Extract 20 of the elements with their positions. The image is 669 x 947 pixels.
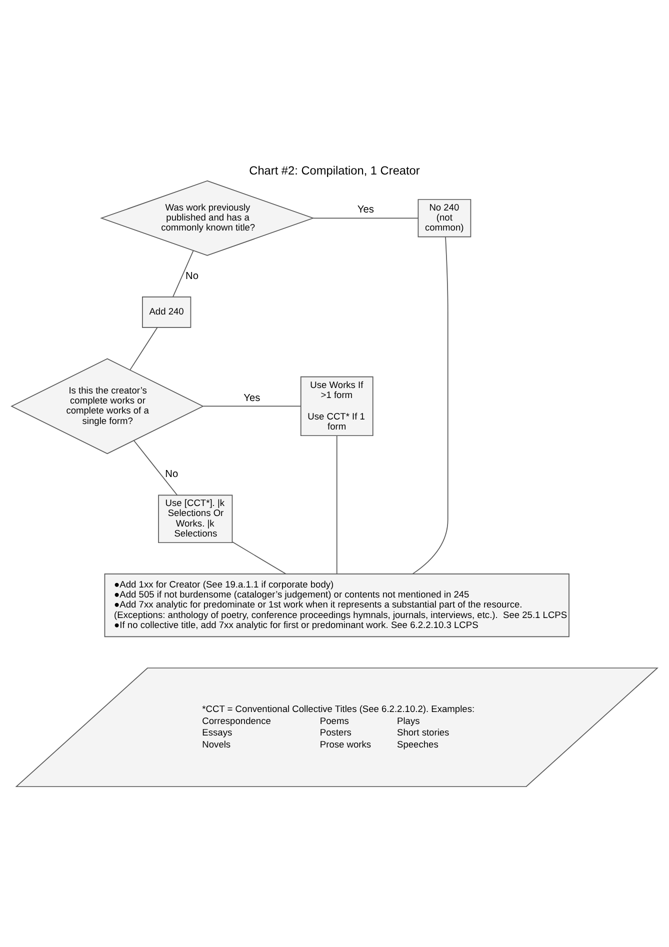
node-box: Use [CCT*]. |k Selections Or Works. |k Selections: [158, 494, 233, 543]
connector: [130, 326, 158, 370]
edge-label: No: [186, 270, 198, 282]
connector: [312, 217, 419, 218]
edge-label: Yes: [244, 392, 260, 404]
connector: [232, 541, 286, 574]
node-box: No 240 (not common): [418, 198, 472, 237]
diagram-title: Chart #2: Compilation, 1 Creator: [249, 162, 420, 177]
connector: [336, 434, 338, 574]
node-diamond: Was work previously published and has a commonly known title?: [100, 180, 314, 256]
edge-label: No: [165, 468, 178, 480]
edge-label: Yes: [357, 204, 374, 216]
connector: [202, 405, 302, 406]
connector: [172, 250, 194, 297]
node-box: Add 240: [142, 296, 192, 328]
connector: [134, 440, 178, 496]
node-box: Use Works If >1 form Use CCT* If 1 form: [300, 376, 374, 436]
connector: [412, 236, 448, 574]
node-box: ●Add 1xx for Creator (See 19.a.1.1 if corporate body) ●Add 505 if not burdensome (cataloger’s judgement) or contents not mentioned in 245 ●Add 7xx analytic for predominate or 1st work when it represents a substantial part of the resource. (Exceptions: anthology of poetry, conference proceedings hymnals, journals, interviews, etc.). See 25.1 LCPS ●If no collective title, add 7xx analytic for first or predominant work. See 6.2.2.10.3 LCPS: [104, 573, 570, 637]
node-diamond: Is this the creator’s complete works or complete works of a single form?: [10, 358, 204, 454]
